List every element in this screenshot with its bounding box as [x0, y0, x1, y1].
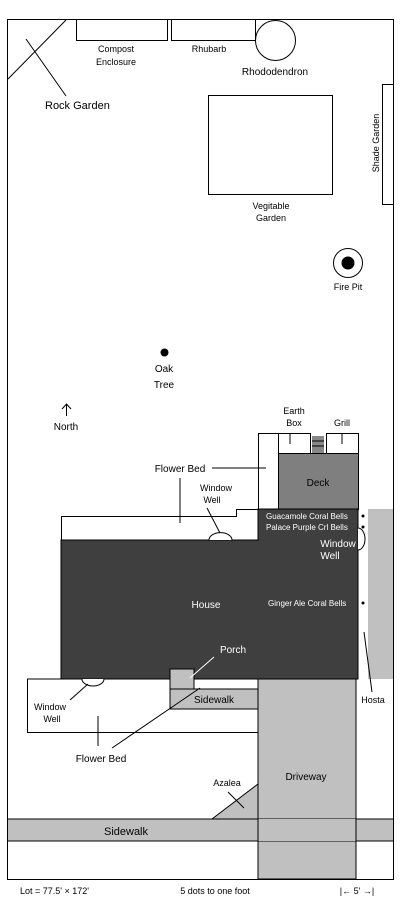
- window-well-top-label-line2: Well: [203, 495, 220, 505]
- fire-pit-center: [341, 256, 355, 270]
- vegetable-garden-bed: [208, 95, 333, 195]
- rhododendron-label: Rhododendron: [242, 67, 308, 78]
- rhubarb-bed: [171, 19, 256, 41]
- front-sidewalk-label: Sidewalk: [194, 695, 235, 706]
- deck-label: Deck: [307, 478, 331, 489]
- window-well-right-label-line1: Window: [320, 539, 356, 550]
- window-well-top-pointer: [206, 507, 221, 534]
- hosta-label: Hosta: [361, 695, 385, 705]
- compost-enclosure: [76, 19, 168, 41]
- rock-garden-label: Rock Garden: [45, 100, 110, 112]
- porch-pointer: [189, 656, 215, 679]
- house-label: House: [192, 600, 221, 611]
- hosta-pointer: [363, 631, 373, 693]
- flower-bed-bottom-pointer-diag: [111, 687, 201, 749]
- azalea-bed: [210, 782, 259, 820]
- rock-garden-boundary: [7, 19, 67, 80]
- earth-box-label-line1: Earth: [283, 406, 305, 416]
- ginger-ale-coral-bells-dot: [361, 601, 365, 605]
- driveway: [257, 678, 357, 880]
- shade-garden-label: Shade Garden: [371, 114, 381, 173]
- flower-bed-top-outline: [61, 509, 259, 540]
- window-well-top-label-line1: Window: [200, 483, 233, 493]
- rhododendron-shrub: [255, 20, 296, 61]
- window-well-right: [357, 527, 366, 551]
- ginger-ale-coral-bells-label: Ginger Ale Coral Bells: [268, 599, 346, 608]
- vegetable-garden-label-line2: Garden: [256, 213, 286, 223]
- deck-steps: [312, 436, 324, 453]
- fire-pit-label: Fire Pit: [334, 282, 363, 292]
- deck-stair-left: [258, 433, 279, 510]
- guacamole-coral-bells-dot: [361, 514, 365, 518]
- window-well-top: [208, 532, 233, 541]
- house: [60, 508, 359, 680]
- lot-size-label: Lot = 77.5' × 172': [20, 886, 89, 896]
- porch: [169, 668, 195, 690]
- side-path: [368, 509, 393, 679]
- window-well-bottom-label-line2: Well: [43, 714, 60, 724]
- flower-bed-top-label: Flower Bed: [155, 464, 206, 475]
- azalea-label: Azalea: [213, 778, 241, 788]
- rhubarb-label: Rhubarb: [192, 44, 227, 54]
- compost-label-line2: Enclosure: [96, 57, 136, 67]
- oak-tree-trunk: [160, 348, 169, 357]
- north-label: North: [54, 422, 78, 433]
- palace-purple-dot: [361, 525, 365, 529]
- grill-label: Grill: [334, 418, 350, 428]
- window-well-right-label-line2: Well: [320, 551, 339, 562]
- street-sidewalk-label: Sidewalk: [104, 826, 149, 838]
- window-well-bottom: [81, 678, 105, 687]
- oak-tree-label-line2: Tree: [154, 380, 175, 391]
- vegetable-garden-label-line1: Vegitable: [252, 201, 289, 211]
- oak-tree-label-line1: Oak: [155, 364, 174, 375]
- compost-label-line1: Compost: [98, 44, 135, 54]
- north-arrow-head: [61, 403, 72, 410]
- palace-purple-label: Palace Purple Crl Bells: [266, 523, 348, 532]
- window-well-bottom-label-line1: Window: [34, 702, 67, 712]
- window-well-bottom-pointer: [69, 683, 89, 701]
- rock-garden-pointer: [25, 38, 67, 97]
- driveway-label: Driveway: [285, 772, 326, 783]
- scale-bar: |← 5' →|: [340, 886, 374, 896]
- scale-note: 5 dots to one foot: [180, 886, 250, 896]
- porch-label: Porch: [220, 645, 246, 656]
- flower-bed-bottom-label: Flower Bed: [76, 754, 127, 765]
- guacamole-coral-bells-label: Guacamole Coral Bells: [266, 512, 348, 521]
- earth-box-label-line2: Box: [286, 418, 302, 428]
- azalea-pointer: [227, 791, 245, 809]
- shade-garden-bed: [382, 84, 394, 205]
- earth-box: [278, 433, 311, 454]
